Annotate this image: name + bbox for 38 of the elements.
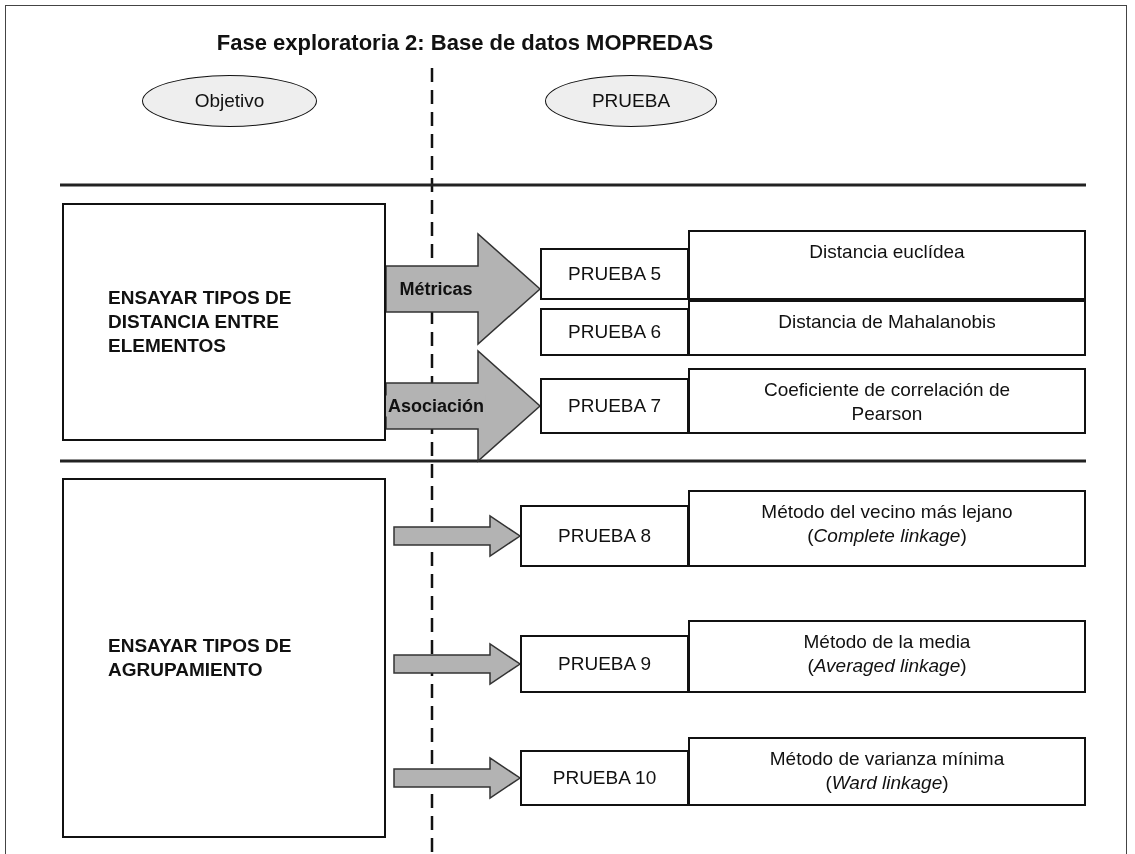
node-text: PRUEBA 5 <box>568 262 661 286</box>
description-box <box>688 230 1086 300</box>
node-text: PRUEBA 8 <box>558 524 651 548</box>
block-arrow <box>393 642 522 686</box>
test-box <box>540 378 689 434</box>
test-box <box>540 308 689 356</box>
node-text: Objetivo <box>194 89 265 113</box>
description-box <box>688 490 1086 567</box>
test-box <box>520 505 689 567</box>
edge-label: Asociación <box>386 395 486 417</box>
node-text: Distancia euclídea <box>809 240 965 264</box>
node-text: PRUEBA 9 <box>558 652 651 676</box>
block-arrow <box>393 756 522 800</box>
node-text: Distancia de Mahalanobis <box>778 310 996 334</box>
node-text: (Averaged linkage) <box>807 653 967 678</box>
node-text: PRUEBA 10 <box>552 766 657 790</box>
node-text: Método de la media <box>803 630 971 654</box>
node-text: PRUEBA <box>591 89 671 113</box>
description-box <box>688 368 1086 434</box>
objective-box <box>62 478 386 838</box>
node-text: ENSAYAR TIPOS DE DISTANCIA ENTRE ELEMENTOS <box>108 286 293 358</box>
test-box <box>540 248 689 300</box>
node-text: (Complete linkage) <box>807 523 967 548</box>
block-arrow <box>393 514 522 558</box>
objective-box <box>62 203 386 441</box>
diagram-title: Fase exploratoria 2: Base de datos MOPREDAS <box>215 30 715 56</box>
node-text: PRUEBA 7 <box>568 394 661 418</box>
description-box <box>688 300 1086 356</box>
node-text: Método del vecino más lejano <box>761 500 1013 524</box>
test-box <box>520 635 689 693</box>
test-box <box>520 750 689 806</box>
description-box <box>688 737 1086 806</box>
node-text: PRUEBA 6 <box>568 320 661 344</box>
node-text: Método de varianza mínima <box>769 747 1005 771</box>
node-text: Coeficiente de correlación de Pearson <box>762 378 1012 426</box>
node-text: (Ward linkage) <box>825 770 949 795</box>
node-text: ENSAYAR TIPOS DE AGRUPAMIENTO <box>108 634 293 682</box>
description-box <box>688 620 1086 693</box>
